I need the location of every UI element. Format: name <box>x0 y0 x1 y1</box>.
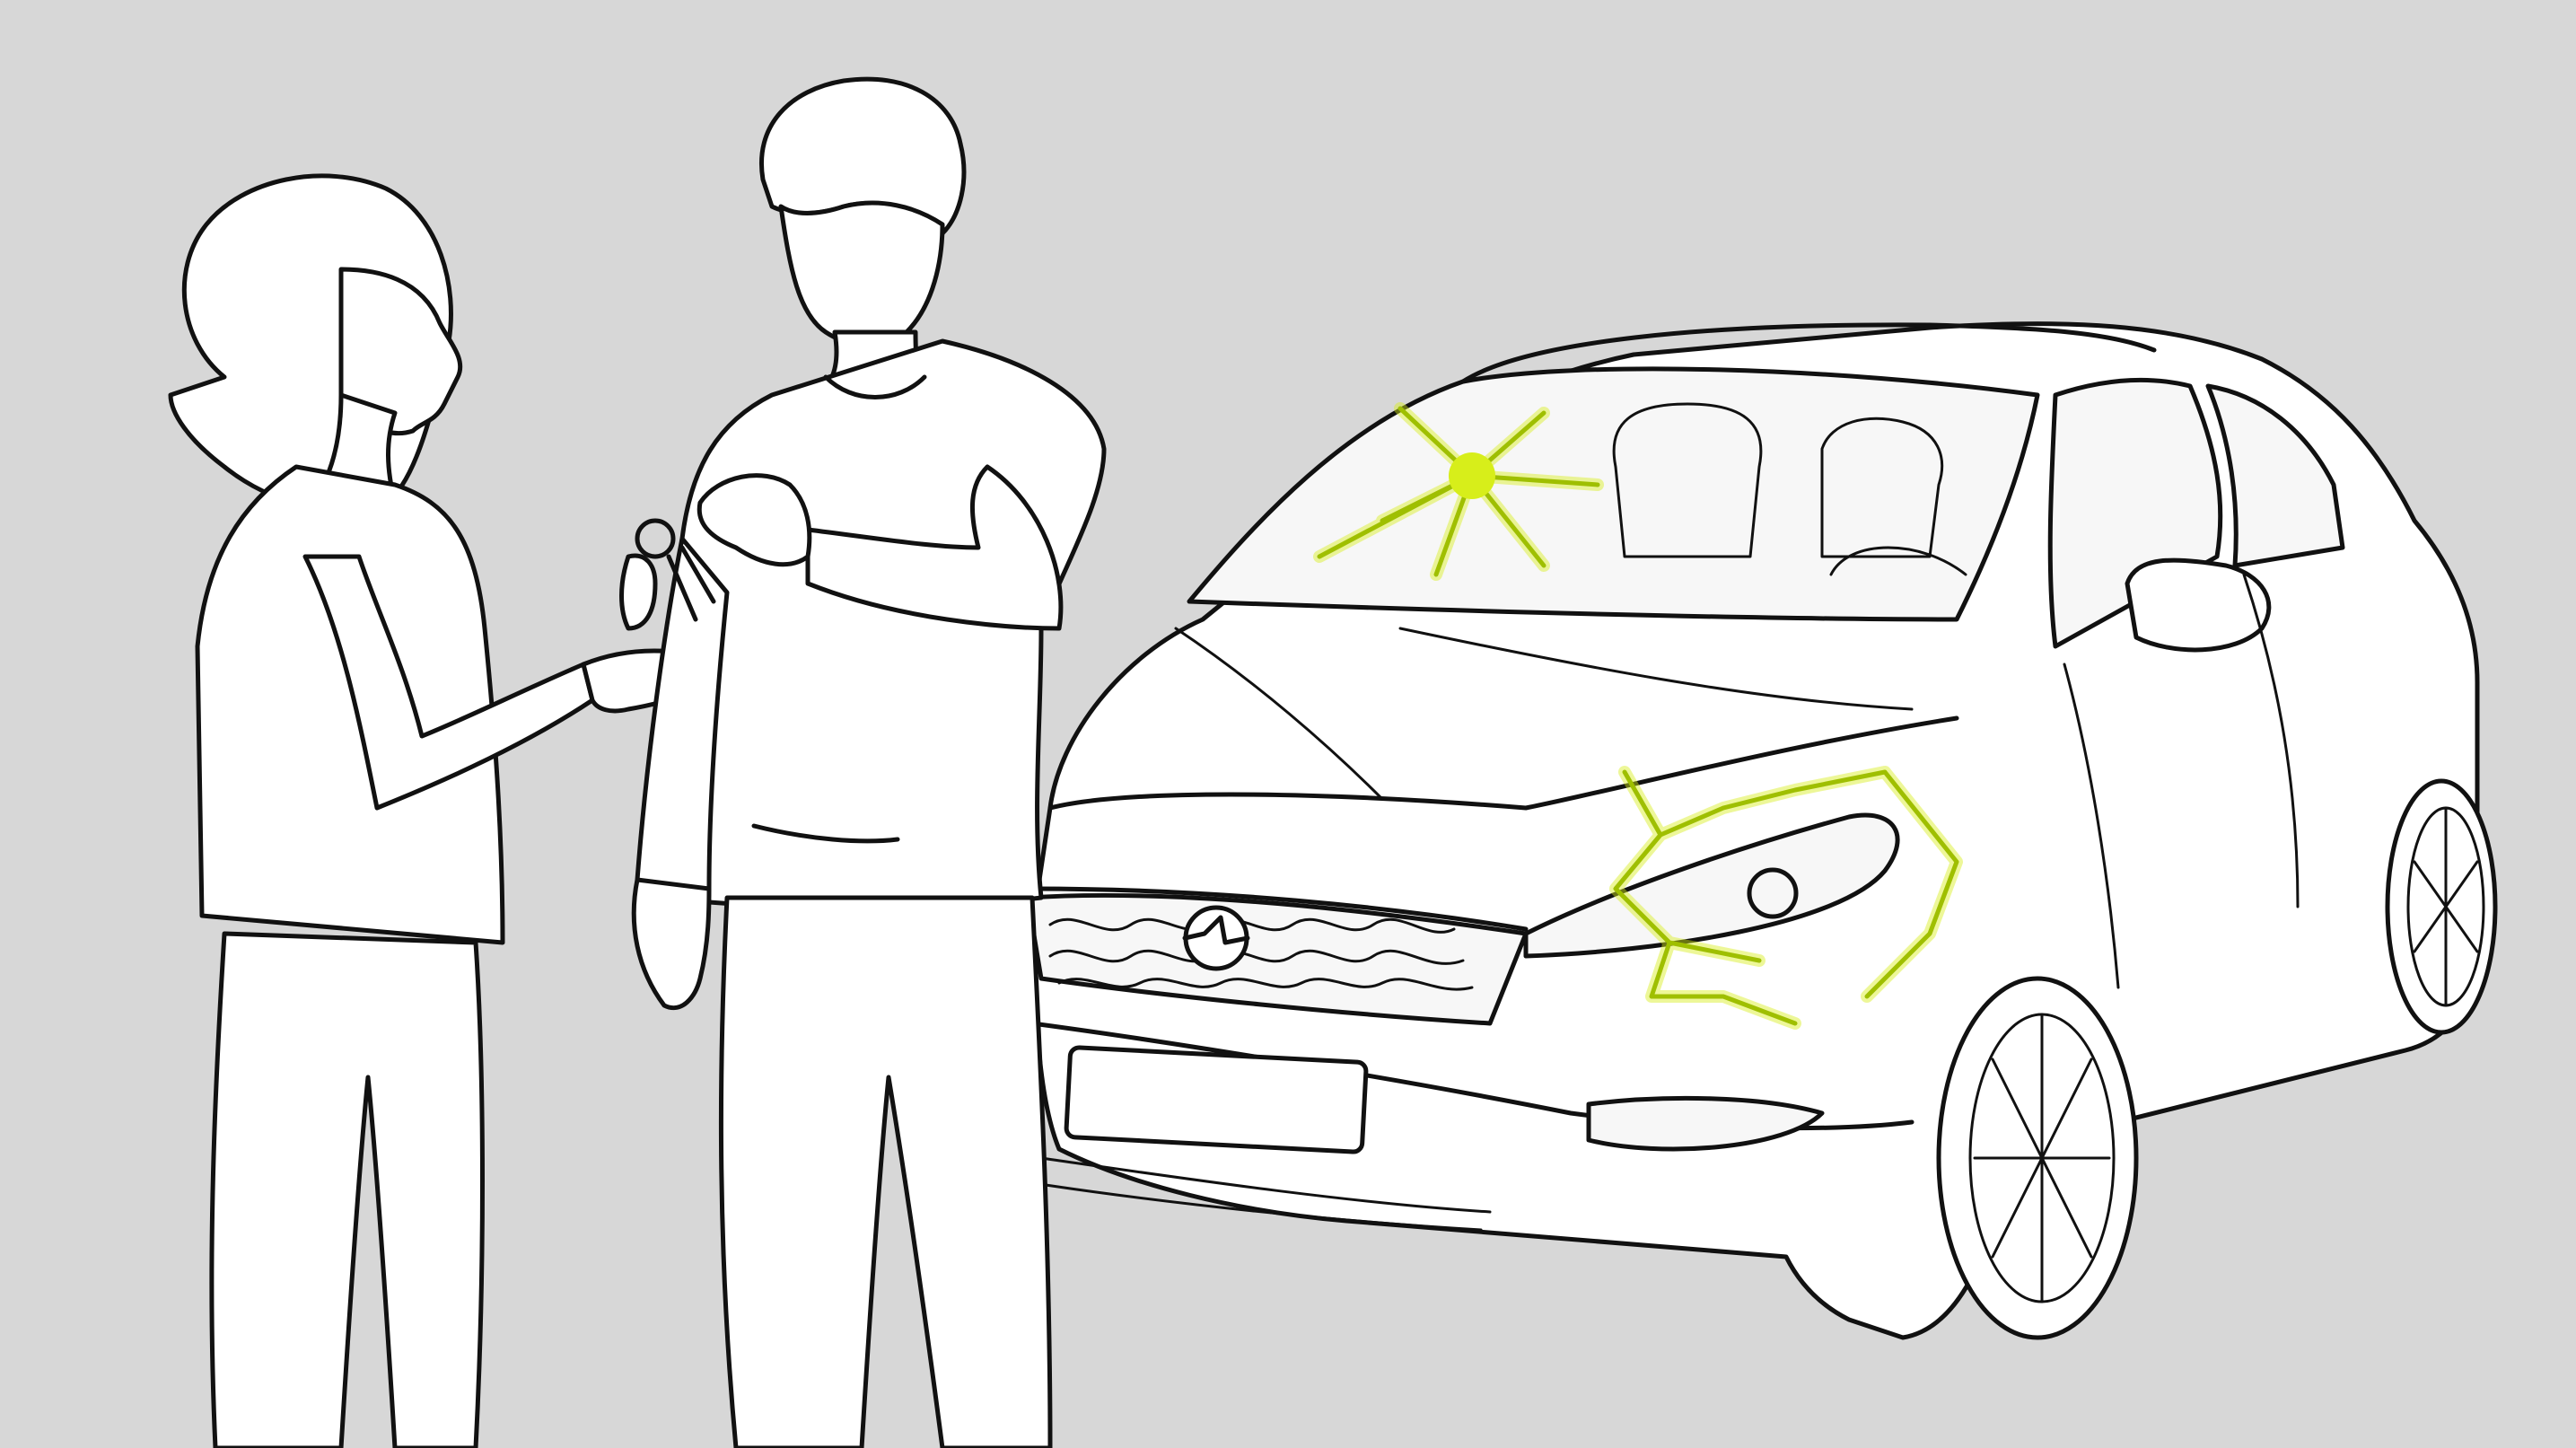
headlight-crack <box>1609 766 1963 1030</box>
man-sweater-collar <box>823 374 927 399</box>
door-line <box>2063 663 2120 989</box>
car <box>1025 321 2498 1340</box>
man-sweater-hem <box>751 823 900 844</box>
man-hand <box>697 473 812 567</box>
grille-pattern <box>1048 917 1474 991</box>
headlight-lens <box>1747 867 1799 919</box>
side-mirror <box>2125 557 2272 653</box>
windshield-crack <box>1313 402 1604 581</box>
man-jeans <box>718 895 1053 1448</box>
man-arm <box>805 464 1064 631</box>
driver-seat <box>1612 402 1763 558</box>
woman-arm <box>302 554 595 811</box>
grille-chrome-bar <box>1030 886 1529 932</box>
hood <box>1047 715 1959 811</box>
man-left-hand <box>631 877 712 1011</box>
car-keys <box>619 518 716 631</box>
woman-jacket <box>195 464 505 945</box>
hood-crease-2 <box>1398 627 1914 711</box>
front-bumper <box>1030 1021 1914 1131</box>
passenger-seat <box>1820 417 1944 558</box>
rear-wheel <box>2385 778 2498 1035</box>
woman <box>168 173 721 1448</box>
man <box>631 76 1107 1448</box>
fog-light <box>1586 1095 1825 1152</box>
steering-wheel <box>1829 546 1967 576</box>
headlight <box>1523 812 1900 959</box>
lower-grille <box>1039 1156 1492 1214</box>
man-face <box>778 200 945 348</box>
key-fob <box>619 553 658 631</box>
roof-line <box>1460 322 2157 384</box>
lower-grille-2 <box>1044 1183 1483 1232</box>
license-plate <box>1064 1045 1369 1154</box>
front-wheel <box>1936 976 2139 1340</box>
woman-pants <box>209 931 485 1448</box>
key-ring <box>635 518 676 559</box>
front-side-window <box>2047 377 2223 649</box>
key-blade <box>666 545 716 622</box>
hood-crease <box>1174 627 1384 801</box>
rear-side-window <box>2205 383 2345 568</box>
opel-logo-icon <box>1182 905 1250 971</box>
door-line-2 <box>2242 573 2300 908</box>
grille <box>1025 892 1529 1026</box>
